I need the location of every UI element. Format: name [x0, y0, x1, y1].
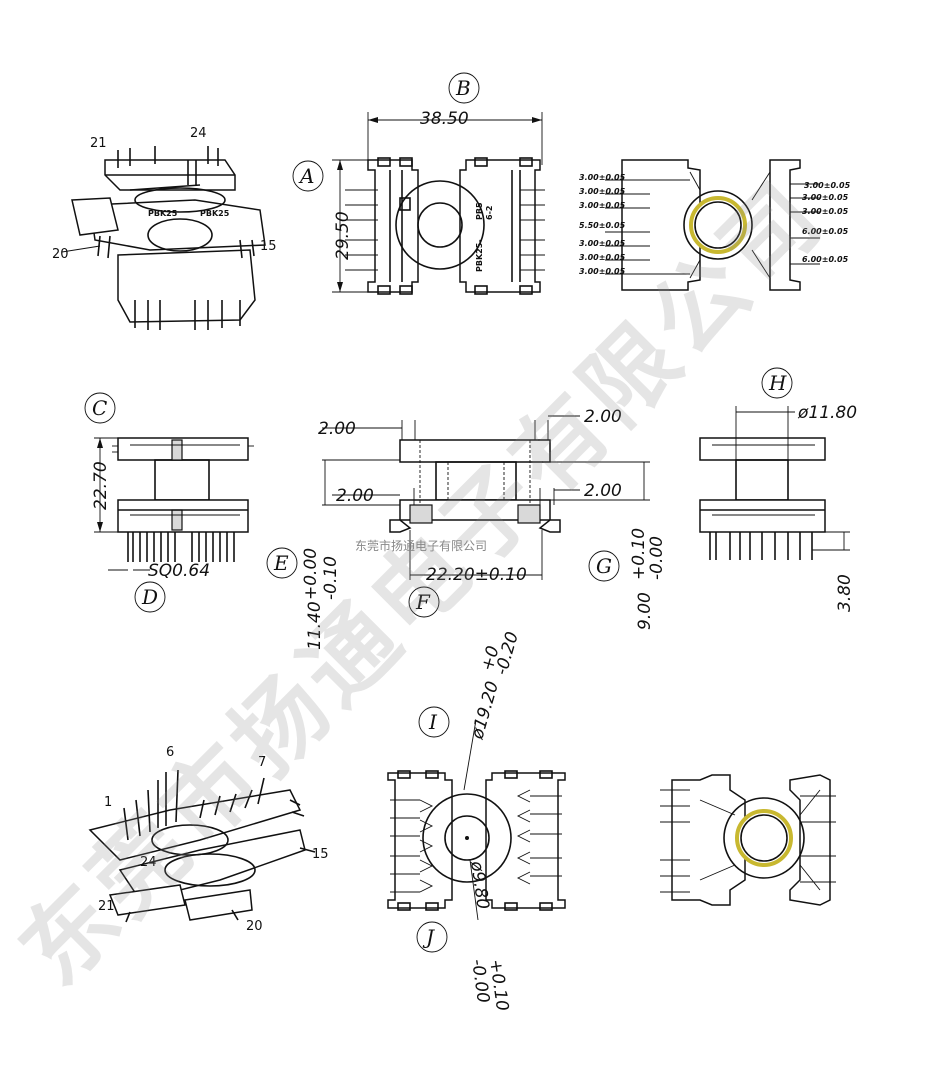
label-c: C [92, 396, 107, 420]
iso-view-bottom: 6 7 1 24 15 21 20 [88, 745, 329, 934]
dim-gap-b: 2.00 [584, 407, 622, 427]
pitch-left-4: 5.50±0.05 [579, 221, 626, 230]
pin-label-1: 1 [104, 795, 112, 810]
dim-d-pin: SQ0.64 [148, 561, 210, 581]
iso-part-code-left: PBK25 [148, 209, 178, 218]
pin-label-21: 21 [90, 136, 107, 151]
side-view-cd: 22.70 C SQ0.64 D [84, 392, 254, 613]
pin-label-15b: 15 [312, 847, 329, 862]
dim-gap-a: 2.00 [318, 419, 356, 439]
pin-label-20b: 20 [246, 919, 263, 934]
iso-view-top: PBK25 PBK25 21 24 20 15 [52, 126, 277, 330]
label-d: D [141, 585, 158, 609]
iso-part-code-right: PBK25 [200, 209, 230, 218]
dim-g-tol-lower: -0.00 [647, 536, 667, 580]
dim-gap-d: 2.00 [584, 481, 622, 501]
dim-i-tol-lower: -0.20 [492, 630, 523, 678]
pitch-left-2: 3.00±0.05 [579, 187, 626, 196]
dim-b-width: 38.50 [420, 109, 469, 129]
dim-i-dia-main: ø19.20 [467, 679, 503, 742]
pitch-right-5: 6.00±0.05 [802, 255, 849, 264]
label-a: A [298, 164, 314, 188]
top-view-ab: 38.50 B 29.50 A [292, 72, 545, 295]
dim-e-tol-lower: -0.10 [321, 556, 341, 600]
pitch-left-3: 3.00±0.05 [579, 201, 626, 210]
dim-pin-len: 3.80 [835, 574, 855, 612]
dim-a-height: 29.50 [333, 211, 353, 260]
pin-label-21b: 21 [98, 899, 115, 914]
pin-label-6: 6 [166, 745, 174, 760]
label-j: J [422, 925, 435, 949]
dim-gap-c: 2.00 [336, 486, 374, 506]
pin-label-20: 20 [52, 247, 69, 262]
pitch-right-3: 3.00±0.05 [802, 207, 849, 216]
dim-g-tol-upper: +0.10 [629, 528, 649, 580]
label-i: I [428, 710, 438, 734]
dim-f-width: 22.20±0.10 [426, 565, 527, 585]
pin-label-7: 7 [258, 755, 266, 770]
dim-c-height: 22.70 [91, 461, 111, 510]
dim-g-height-main: 9.00 [635, 592, 655, 630]
dim-e-height-main: 11.40 [305, 601, 325, 650]
dim-h-dia: ø11.80 [797, 403, 857, 423]
side-view-h: ø11.80 H 3.80 [699, 367, 857, 612]
pitch-left-5: 3.00±0.05 [579, 239, 626, 248]
pin-label-24b: 24 [140, 855, 157, 870]
label-g: G [596, 554, 612, 578]
part-marking-left: PBK25- [475, 239, 484, 272]
label-e: E [273, 551, 289, 575]
pitch-left-6: 3.00±0.05 [579, 253, 626, 262]
pitch-right-1: 3.00±0.05 [804, 181, 851, 190]
pitch-right-4: 6.00±0.05 [802, 227, 849, 236]
label-b: B [455, 76, 471, 100]
front-view-efg: 2.00 2.00 2.00 2.00 11.40 +0.00 -0.10 E … [266, 407, 667, 650]
pitch-left-7: 3.00±0.05 [579, 267, 626, 276]
label-h: H [768, 371, 787, 395]
pitch-right-2: 3.00±0.05 [802, 193, 849, 202]
bottom-view-right [660, 774, 836, 906]
dim-e-tol-upper: +0.00 [301, 548, 321, 600]
part-marking-right-1: PB5 [475, 202, 484, 220]
pin-label-15: 15 [260, 239, 277, 254]
pin-label-24: 24 [190, 126, 207, 141]
bottom-view-pitch: 3.00±0.05 3.00±0.05 3.00±0.05 5.50±0.05 … [579, 159, 851, 291]
pitch-left-1: 3.00±0.05 [579, 173, 626, 182]
top-view-ij: ø19.20 +0 -0.20 I ø9.80 +0.10 -0.00 J [387, 630, 566, 1012]
part-marking-right-2: 6-2 [485, 206, 494, 220]
watermark-small: 东莞市扬通电子有限公司 [355, 538, 487, 553]
label-f: F [415, 590, 431, 614]
